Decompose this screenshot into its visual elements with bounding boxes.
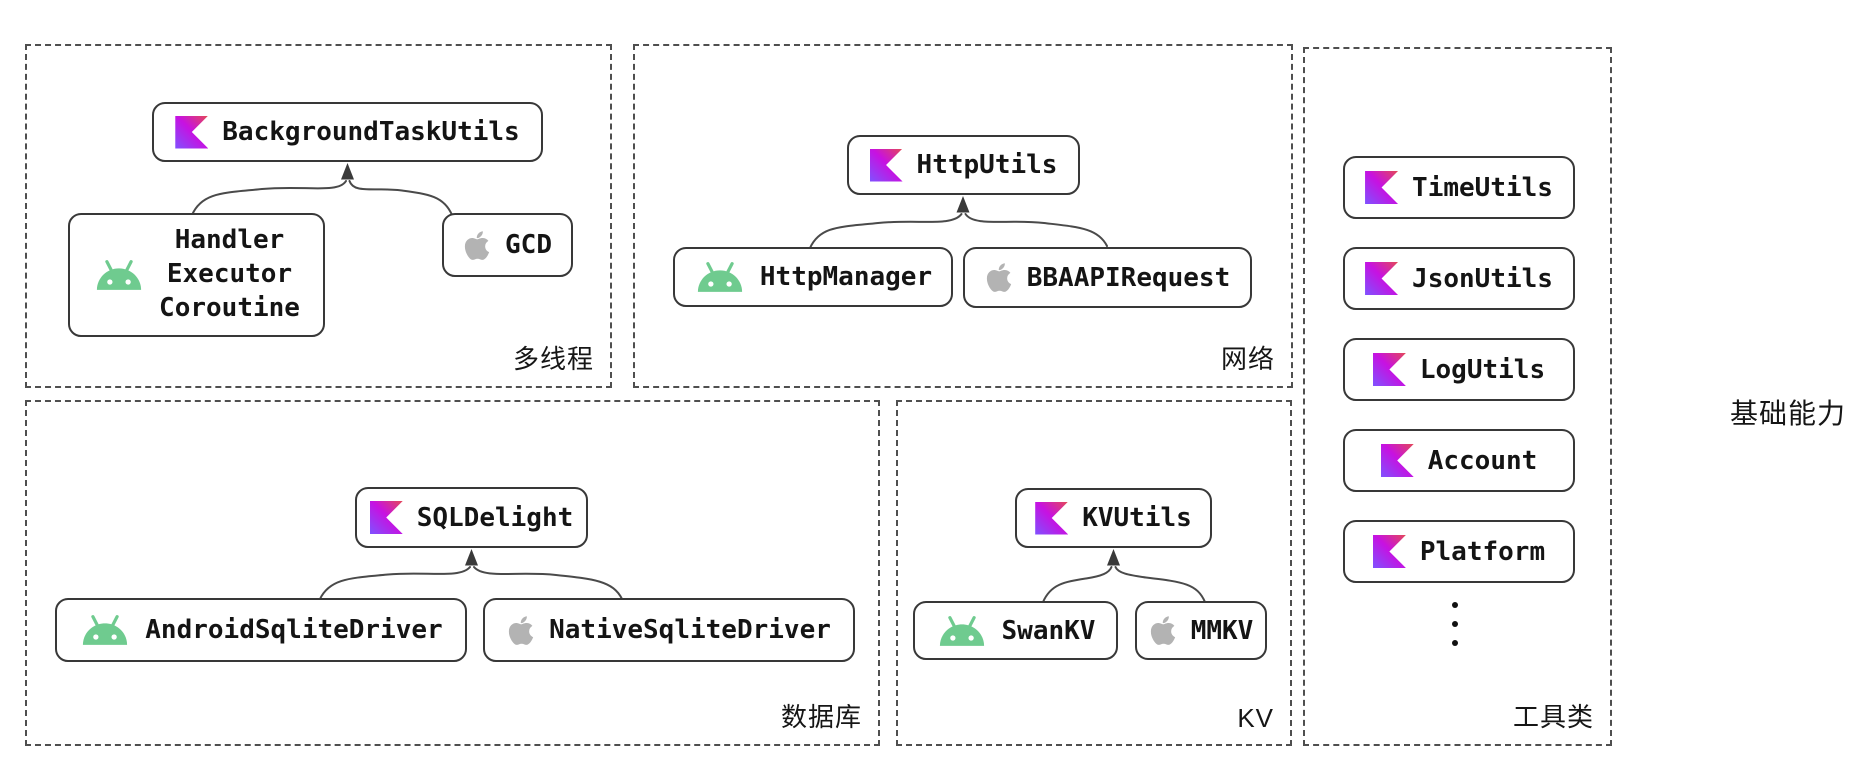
apple-icon (1149, 614, 1177, 647)
node-label: JsonUtils (1412, 263, 1553, 294)
node-swankv: SwanKV (913, 601, 1118, 660)
node-timeutils: TimeUtils (1343, 156, 1575, 219)
node-sqldelight: SQLDelight (355, 487, 588, 548)
node-kvutils: KVUtils (1015, 488, 1212, 548)
node-label: HttpManager (759, 262, 933, 292)
node-httputils: HttpUtils (847, 135, 1080, 195)
node-backgroundtaskutils: BackgroundTaskUtils (152, 102, 543, 162)
node-label: LogUtils (1419, 354, 1546, 385)
kotlin-icon (1035, 501, 1069, 535)
kotlin-icon (1372, 353, 1406, 386)
section-kv: KV (896, 400, 1292, 746)
section-multithread: 多线程 (25, 44, 612, 388)
kotlin-icon (1365, 171, 1399, 204)
kotlin-icon (1365, 262, 1399, 295)
node-label: KVUtils (1082, 503, 1192, 533)
section-label-kv: KV (1237, 703, 1274, 733)
node-label: SQLDelight (416, 502, 574, 533)
node-nativesqlitedriver: NativeSqliteDriver (483, 598, 855, 662)
node-label-line: Coroutine (159, 292, 300, 323)
node-label: Account (1427, 445, 1538, 476)
node-label-line: Handler (174, 225, 285, 256)
android-icon (93, 258, 145, 292)
node-gcd: GCD (442, 213, 573, 277)
node-account: Account (1343, 429, 1575, 492)
node-httpmanager: HttpManager (673, 247, 953, 307)
node-label: GCD (505, 230, 552, 260)
section-label-tools: 工具类 (1512, 702, 1594, 732)
node-platform: Platform (1343, 520, 1575, 583)
apple-icon (463, 229, 491, 262)
node-label: NativeSqliteDriver (549, 615, 831, 645)
node-label: SwanKV (1001, 615, 1096, 646)
kotlin-icon (175, 115, 209, 149)
section-tools: 工具类 (1303, 47, 1612, 746)
section-label-multithread: 多线程 (512, 344, 594, 374)
kotlin-icon (1372, 535, 1406, 568)
node-logutils: LogUtils (1343, 338, 1575, 401)
node-bbaapirequest: BBAAPIRequest (963, 247, 1252, 308)
section-label-network: 网络 (1220, 344, 1275, 374)
android-icon (79, 613, 131, 647)
section-label-database: 数据库 (780, 702, 862, 732)
vertical-ellipsis-icon (1452, 602, 1458, 646)
node-label: AndroidSqliteDriver (145, 615, 443, 645)
node-label: HttpUtils (916, 150, 1058, 180)
node-jsonutils: JsonUtils (1343, 247, 1575, 310)
node-label: MMKV (1190, 615, 1254, 646)
kotlin-icon (869, 148, 903, 182)
node-label: Handler Executor Coroutine (159, 224, 300, 325)
node-label: BBAAPIRequest (1026, 262, 1231, 293)
section-database: 数据库 (25, 400, 880, 746)
node-label-line: Executor (166, 259, 293, 290)
kotlin-icon (1380, 444, 1414, 477)
android-icon (694, 260, 746, 294)
kotlin-icon (369, 501, 403, 534)
node-label: BackgroundTaskUtils (222, 117, 520, 147)
android-icon (936, 614, 988, 648)
node-label: Platform (1419, 536, 1546, 567)
side-label-basic-capabilities: 基础能力 (1730, 398, 1847, 429)
node-label: TimeUtils (1412, 172, 1553, 203)
apple-icon (985, 261, 1013, 294)
node-androidsqlitedriver: AndroidSqliteDriver (55, 598, 467, 662)
node-handler-executor-coroutine: Handler Executor Coroutine (68, 213, 325, 337)
apple-icon (507, 614, 535, 647)
section-network: 网络 (633, 44, 1293, 388)
node-mmkv: MMKV (1135, 601, 1267, 660)
